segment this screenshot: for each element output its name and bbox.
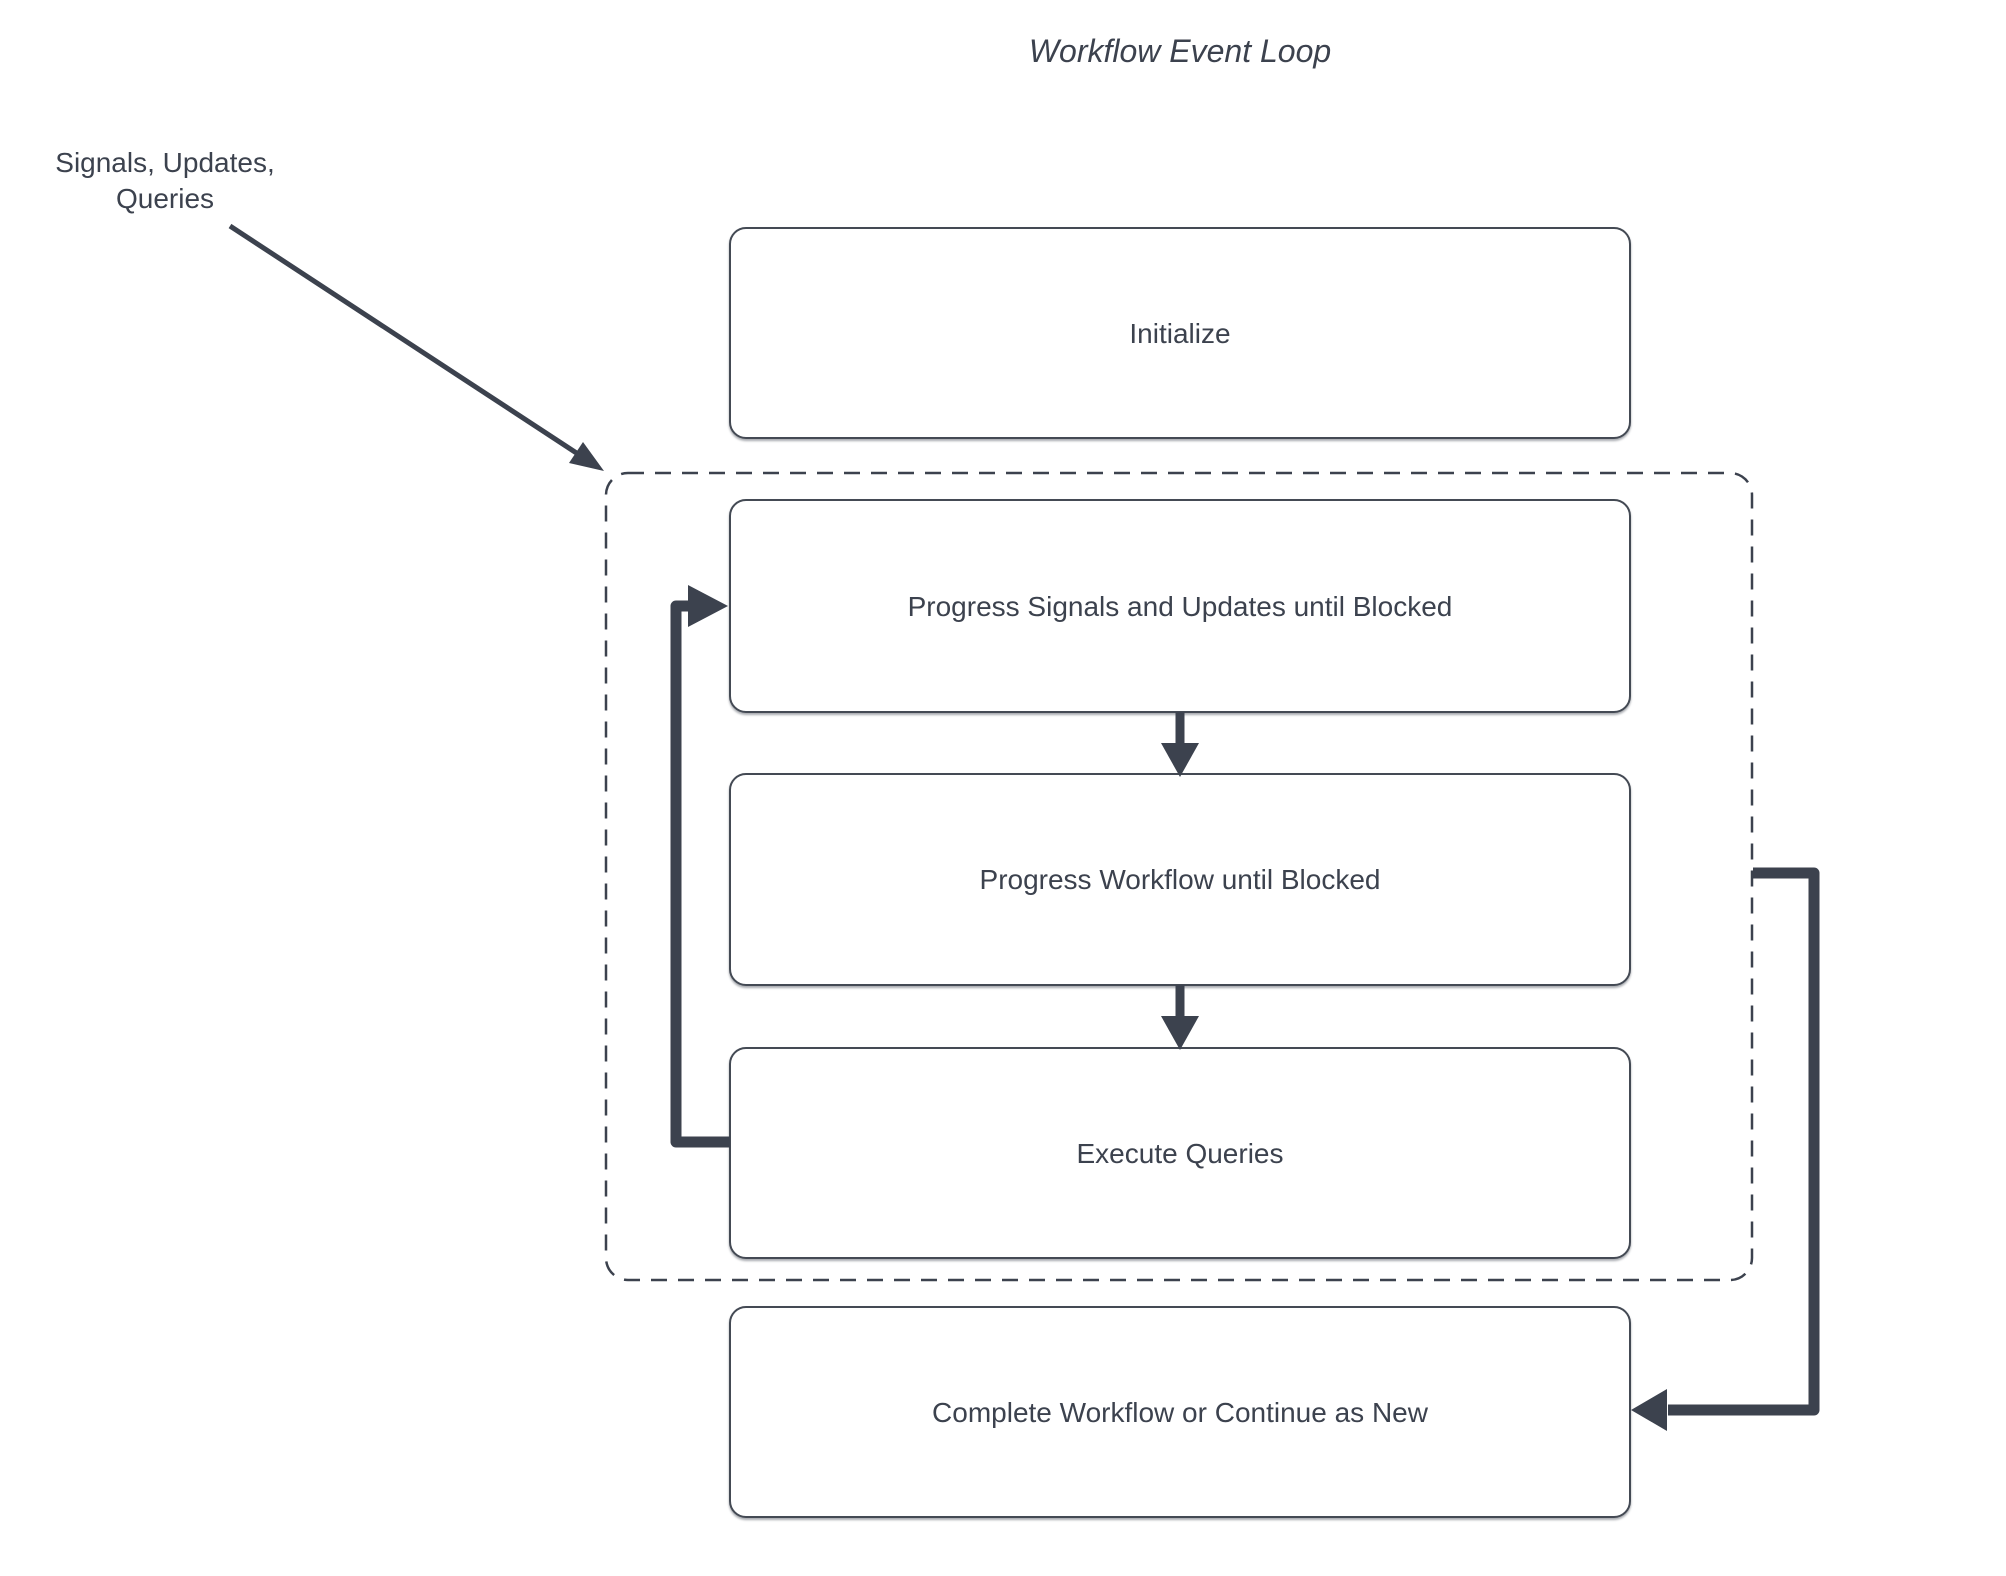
- node-initialize-box: [729, 227, 1631, 439]
- arrow-annotation-to-loop: [228, 223, 580, 457]
- node-execute-queries-label: Execute Queries: [1077, 1138, 1284, 1169]
- node-initialize-label: Initialize: [1129, 318, 1230, 349]
- node-complete-label: Complete Workflow or Continue as New: [932, 1397, 1429, 1428]
- node-progress-workflow-label: Progress Workflow until Blocked: [980, 864, 1381, 895]
- arrow-exit-to-complete-head: [1631, 1389, 1667, 1431]
- annotation-signals-updates: Signals, Updates,: [55, 147, 274, 178]
- arrow-annotation-to-loop-head: [569, 442, 604, 471]
- arrow-loop-back-path: [670, 600, 730, 1148]
- annotation-queries: Queries: [116, 183, 214, 214]
- arrow-workflow-to-queries-head: [1161, 1016, 1199, 1050]
- diagram-title: Workflow Event Loop: [1029, 33, 1331, 69]
- node-complete-box: [729, 1306, 1631, 1518]
- event-loop-boundary: [604, 471, 1754, 1282]
- arrow-loop-back-head: [688, 585, 728, 627]
- arrow-signals-to-workflow-head: [1161, 743, 1199, 777]
- arrow-exit-to-complete-path: [1668, 867, 1820, 1416]
- node-progress-signals-label: Progress Signals and Updates until Block…: [908, 591, 1453, 622]
